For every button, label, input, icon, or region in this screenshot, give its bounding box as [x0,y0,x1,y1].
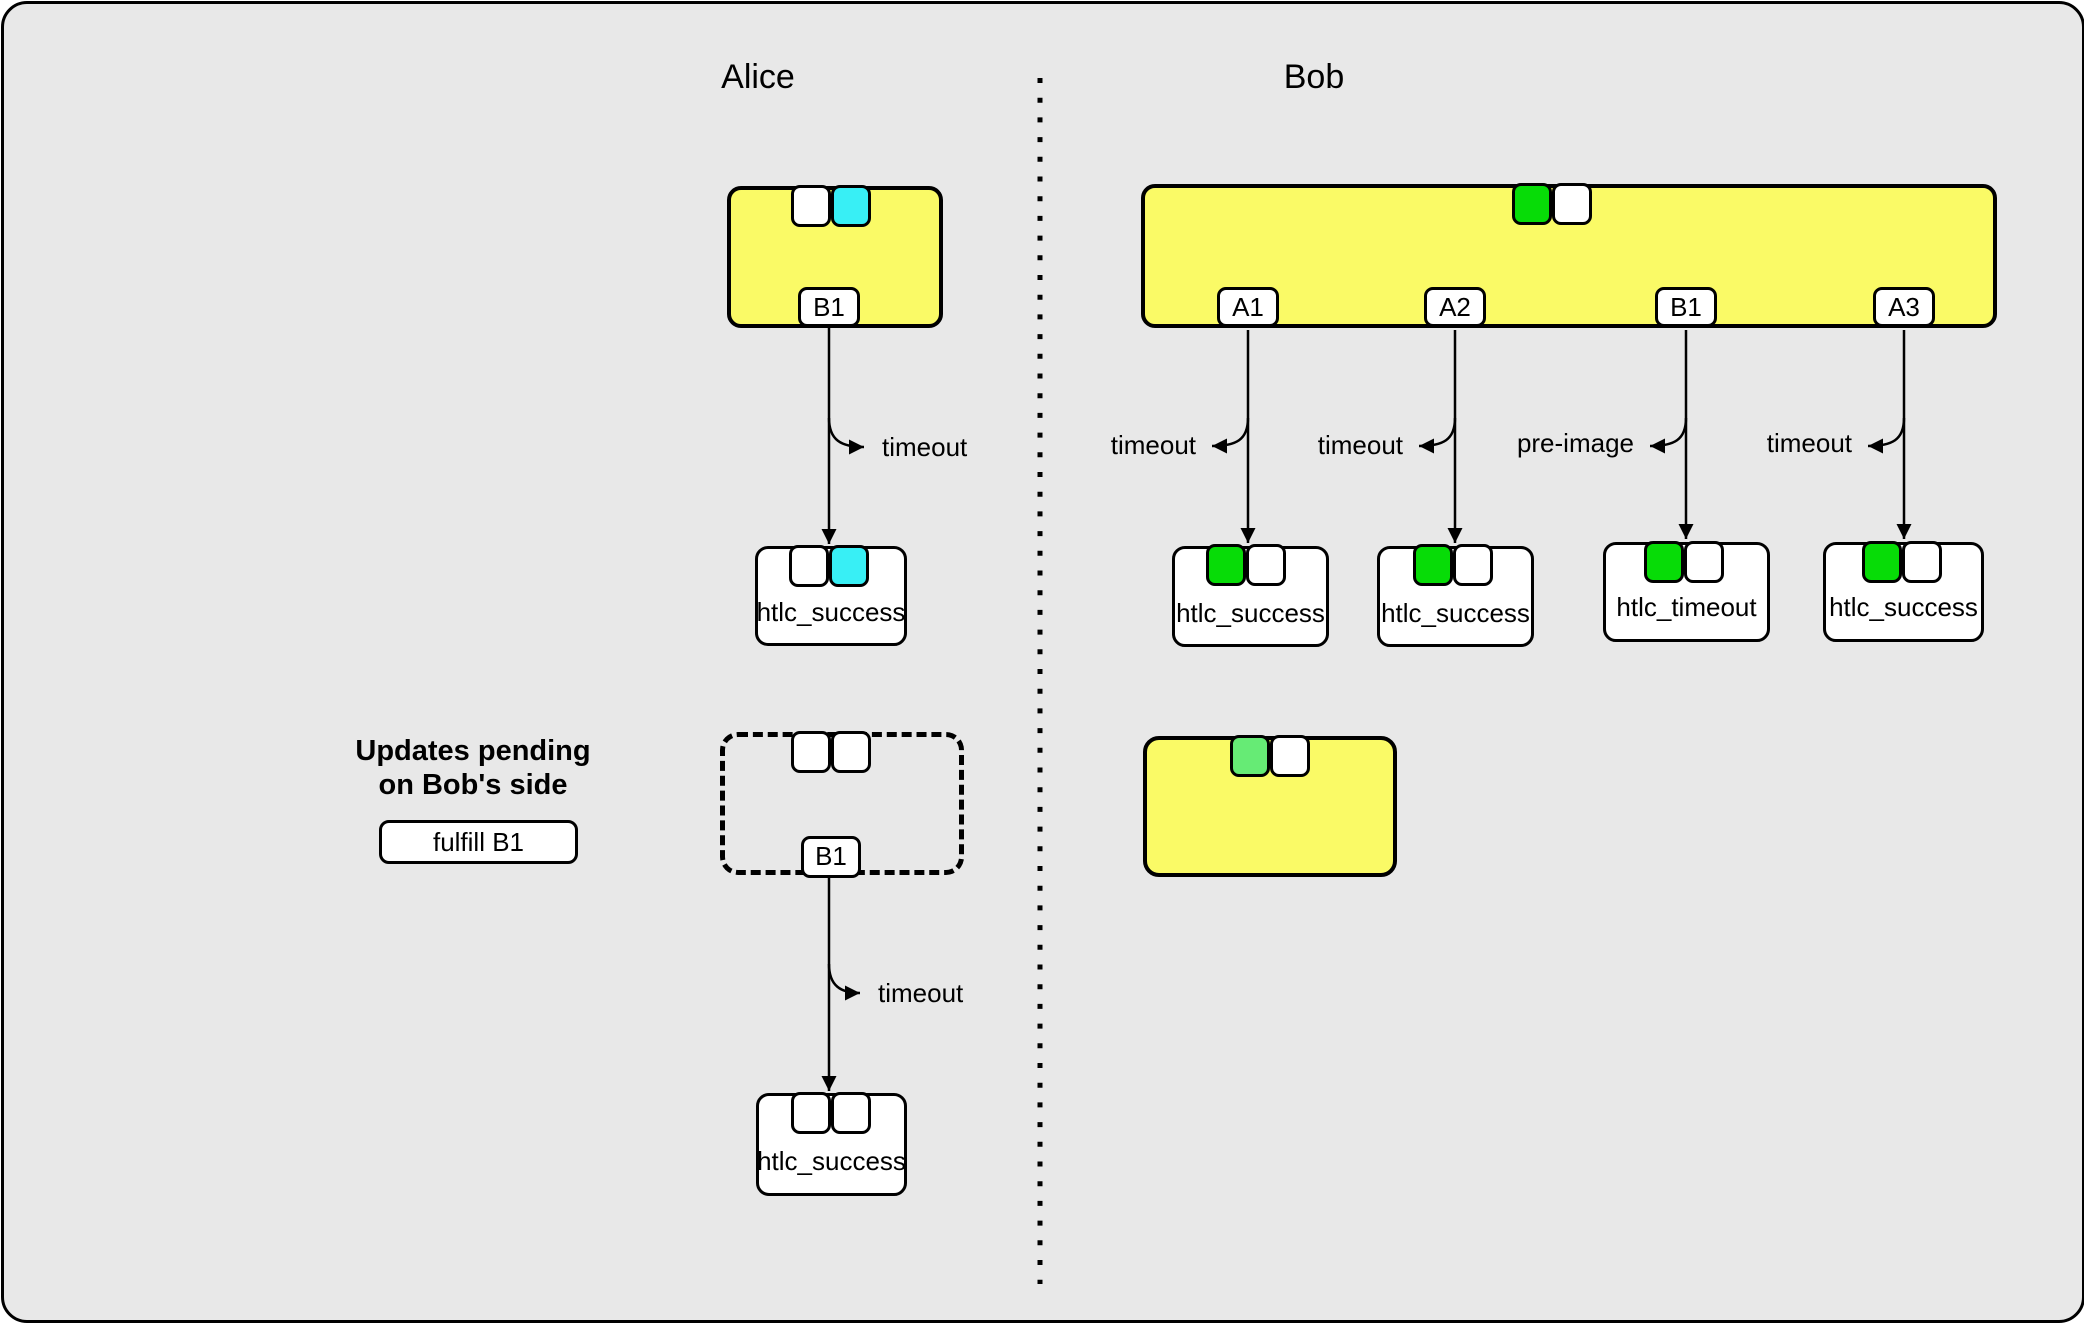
htlc-slot-white [831,731,871,773]
alice-htlc-success-title-top: htlc_success [756,597,906,627]
bob-output-label-b1: B1 [1655,287,1717,327]
htlc-slot-white [1270,735,1310,777]
bob-htlc-success-title-1: htlc_success [1176,598,1325,628]
htlc-slot-white [831,1092,871,1134]
htlc-slot-green [1512,183,1552,225]
pending-updates-note-line1: Updates pending [355,735,591,767]
alice-htlc-success-title-bottom: htlc_success [757,1146,906,1176]
alice-output-label-b1: B1 [798,287,860,327]
htlc-slot-white [1246,544,1286,586]
pending-updates-note-line2: on Bob's side [378,769,568,801]
htlc-slot-green [1644,541,1684,583]
bob-preimage-label-b1: pre-image [1516,428,1634,458]
htlc-slot-white [1902,541,1942,583]
pending-updates-note: Updates pending on Bob's side [355,734,590,802]
bob-output-label-a3: A3 [1873,287,1935,327]
htlc-slot-green [1413,544,1453,586]
bob-htlc-success-title-4: htlc_success [1829,592,1978,622]
alice-pending-output-label-b1: B1 [801,836,861,878]
bob-output-label-a2: A2 [1424,287,1486,327]
htlc-slot-white [1684,541,1724,583]
htlc-slot-white [1552,183,1592,225]
htlc-slot-white [789,545,829,587]
htlc-slot-green [1206,544,1246,586]
bob-timeout-label-a3: timeout [1766,428,1852,458]
alice-column-title: Alice [721,58,795,96]
bob-timeout-label-a1: timeout [1110,430,1196,460]
htlc-slot-white [791,731,831,773]
bob-output-label-a1: A1 [1217,287,1279,327]
htlc-slot-white [791,185,831,227]
alice-timeout-label-bottom: timeout [878,978,964,1008]
fulfill-b1-box: fulfill B1 [379,820,578,864]
htlc-slot-cyan [829,545,869,587]
bob-timeout-label-a2: timeout [1317,430,1403,460]
htlc-slot-light-green [1230,735,1270,777]
bob-htlc-success-title-2: htlc_success [1381,598,1530,628]
alice-timeout-label-top: timeout [882,432,968,462]
htlc-slot-cyan [831,185,871,227]
htlc-slot-white [1453,544,1493,586]
bob-htlc-timeout-title: htlc_timeout [1616,592,1757,622]
bob-column-title: Bob [1283,58,1345,96]
htlc-slot-green [1862,541,1902,583]
htlc-slot-white [791,1092,831,1134]
